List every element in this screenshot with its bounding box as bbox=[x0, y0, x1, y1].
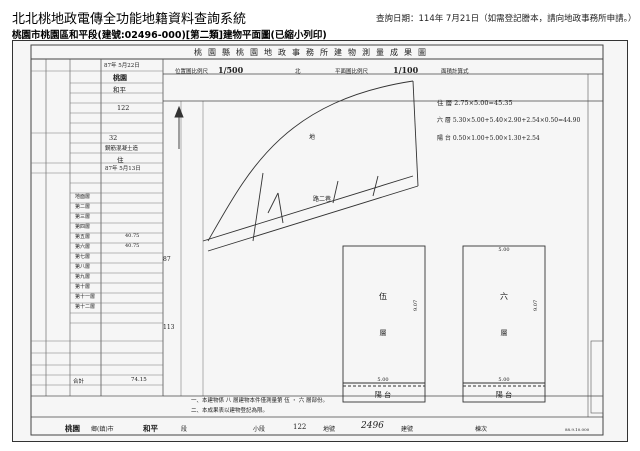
floor6-sub: 層 bbox=[501, 329, 508, 337]
plan-scale-label: 平面圖比例尺 bbox=[335, 69, 369, 75]
floor-row-label: 第六層 bbox=[75, 244, 91, 250]
road-name: 路二巷 bbox=[313, 195, 331, 203]
floor-row-label: 第十一層 bbox=[75, 294, 96, 300]
dim-d1: 5.00 bbox=[377, 377, 388, 383]
floor-row-label: 第九層 bbox=[75, 274, 91, 280]
permit-no-2: 113 bbox=[163, 324, 175, 331]
floor5-balcony: 陽 台 bbox=[375, 390, 391, 399]
loc-scale-label: 位置圖比例尺 bbox=[175, 69, 209, 75]
floor-row-value: 40.75 bbox=[125, 233, 140, 239]
loc-scale: 1/500 bbox=[218, 65, 244, 75]
subtotal-value: 74.15 bbox=[131, 377, 147, 383]
bottom-lot-no: 122 bbox=[293, 423, 307, 431]
north-label: 北 bbox=[295, 69, 301, 75]
floor-row-label: 第二層 bbox=[75, 204, 91, 210]
footnote-1: 一、本建物係 八 層建物本件僅測量第 伍 ‧ 六 層部份。 bbox=[191, 398, 328, 404]
location-sketch bbox=[174, 80, 419, 252]
subtotal-label: 合計 bbox=[73, 379, 85, 385]
survey-result-sheet: 桃園縣桃園地政事務所建物測量成果圖 bbox=[12, 40, 628, 442]
plan-drawing: 桃園縣桃園地政事務所建物測量成果圖 bbox=[30, 44, 604, 436]
floor5-plan bbox=[342, 245, 426, 403]
floor-row-label: 第四層 bbox=[75, 224, 91, 230]
system-title: 北北桃地政電傳全功能地籍資料查詢系統 bbox=[12, 12, 247, 27]
dim-d3: 5.00 bbox=[498, 377, 509, 383]
document-subtitle: 桃園市桃園區和平段(建號:02496-000)[第二類]建物平面圖(已縮小列印) bbox=[12, 30, 327, 41]
dim-d4: 9.07 bbox=[533, 300, 539, 311]
floor5-sub: 層 bbox=[380, 329, 387, 337]
bottom-lot-label: 地號 bbox=[323, 426, 336, 433]
bottom-section: 和平 bbox=[143, 424, 158, 433]
city-cell: 桃園 bbox=[113, 73, 127, 82]
footnote-2: 二、本成果表以建物登記為限。 bbox=[191, 408, 269, 414]
dim-d2: 9.07 bbox=[413, 300, 419, 311]
floor-row-label: 第三層 bbox=[75, 214, 91, 220]
query-date: 查詢日期：114年 7月21日（如需登記謄本，請向地政事務所申請。） bbox=[376, 14, 637, 24]
floor-row-label: 第八層 bbox=[75, 264, 91, 270]
floor5-label: 伍 bbox=[379, 291, 387, 301]
floor-row-label: 第十層 bbox=[75, 284, 91, 290]
floor-row-label: 第十二層 bbox=[75, 304, 96, 310]
area-label: 面積計算式 bbox=[441, 69, 469, 75]
floor6-balcony: 陽 台 bbox=[496, 390, 512, 399]
lot-no-cell: 122 bbox=[117, 104, 130, 112]
floor6-label: 六 bbox=[500, 291, 508, 301]
bottom-bldg-no: 2496 bbox=[361, 421, 384, 431]
area-formula-2: 六 層 5.30×5.00+5.40×2.90+2.54×0.50=44.90 bbox=[437, 117, 581, 124]
parcel-label: 地 bbox=[309, 133, 315, 141]
plan-scale: 1/100 bbox=[393, 65, 419, 75]
main-use-cell: 鋼筋混凝土造 bbox=[105, 146, 139, 152]
bottom-bldg-label: 建號 bbox=[401, 426, 414, 433]
floor-row-label: 第五層 bbox=[75, 234, 91, 240]
bottom-section-label: 段 bbox=[181, 426, 188, 433]
bottom-subsection-label: 小段 bbox=[253, 426, 266, 433]
area-formula-3: 陽 台 0.50×1.00+5.00×1.30+2.54 bbox=[437, 135, 540, 142]
floor-row-label: 第七層 bbox=[75, 254, 91, 260]
bottom-city: 桃園 bbox=[65, 424, 80, 433]
bottom-stamp-label: 棟次 bbox=[475, 426, 488, 433]
form-title: 桃園縣桃園地政事務所建物測量成果圖 bbox=[194, 47, 432, 57]
dim-d5: 5.00 bbox=[498, 247, 509, 253]
floors-layout-cell: 住 bbox=[117, 156, 124, 164]
permit-no: 87 bbox=[163, 256, 171, 263]
floor-row-value: 40.75 bbox=[125, 243, 140, 249]
bottom-city-suffix: 鄉(鎮)市 bbox=[91, 426, 114, 433]
area-formula-1: 住 層 2.75×5.00=45.35 bbox=[437, 99, 513, 107]
form-code: 88.9.10.000 bbox=[565, 427, 590, 432]
completion-date-cell: 87年 5月13日 bbox=[105, 166, 141, 172]
section-cell: 和平 bbox=[113, 86, 126, 94]
floor6-plan bbox=[462, 245, 546, 403]
floor-count-cell: 32 bbox=[109, 134, 118, 142]
application-date: 87年 5月22日 bbox=[104, 63, 140, 69]
floor-row-label: 地面層 bbox=[75, 194, 91, 200]
left-table-grid bbox=[31, 70, 163, 397]
